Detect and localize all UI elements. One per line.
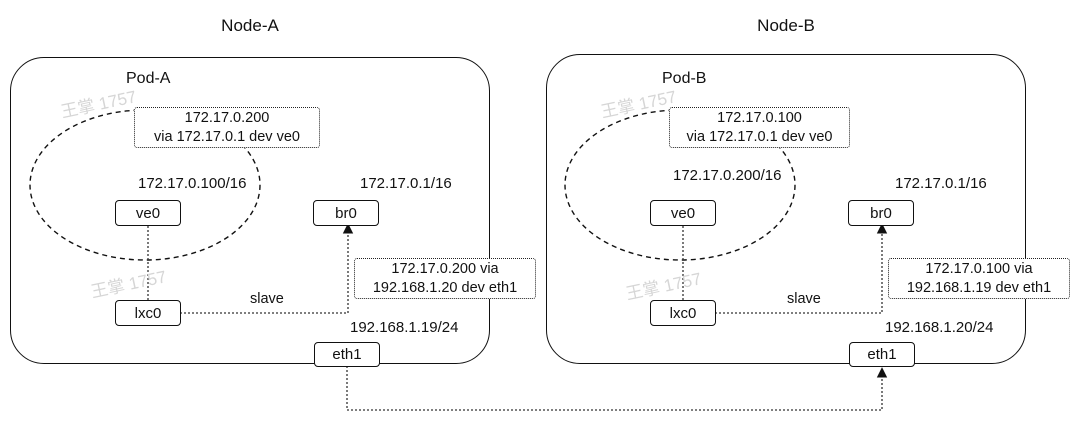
slave-label-a: slave [250,291,284,307]
node-a-box [10,57,490,364]
slave-link-b [715,223,888,314]
eth-b-ip: 192.168.1.20/24 [885,319,994,336]
pod-a-route-box: 172.17.0.200 via 172.17.0.1 dev ve0 [134,107,320,148]
eth-link [346,366,888,411]
br0-b: br0 [848,200,914,226]
eth1-a: eth1 [314,342,380,367]
host-a-route-line2: 192.168.1.20 dev eth1 [372,279,518,296]
slave-link-a [180,223,354,314]
slave-label-b: slave [787,291,821,307]
pod-b-route-via: via 172.17.0.1 dev ve0 [686,128,833,145]
host-a-route-line1: 172.17.0.200 via [391,260,499,277]
eth-a-ip: 192.168.1.19/24 [350,319,459,336]
lxc0-a: lxc0 [115,300,181,326]
br0-a: br0 [313,200,379,226]
node-b-title: Node-B [757,16,815,35]
ve0-b: ve0 [650,200,716,226]
ve0-a: ve0 [115,200,181,226]
eth1-b: eth1 [849,342,915,367]
pod-b-route-dest: 172.17.0.100 [717,109,802,126]
pod-a-route-dest: 172.17.0.200 [184,109,270,126]
pod-b-title: Pod-B [662,70,707,87]
lxc0-b: lxc0 [650,300,716,326]
host-b-route-line1: 172.17.0.100 via [925,260,1033,277]
pod-a-route-via: via 172.17.0.1 dev ve0 [154,128,300,145]
node-b-box [546,54,1026,364]
bridge-b-ip: 172.17.0.1/16 [895,175,987,192]
host-b-route-line2: 192.168.1.19 dev eth1 [906,279,1052,296]
host-b-route-box: 172.17.0.100 via 192.168.1.19 dev eth1 [888,258,1070,299]
pod-a-ip: 172.17.0.100/16 [138,175,247,192]
node-a-title: Node-A [221,16,279,35]
pod-b-route-box: 172.17.0.100 via 172.17.0.1 dev ve0 [669,107,850,148]
pod-b-ip: 172.17.0.200/16 [673,167,782,184]
host-a-route-box: 172.17.0.200 via 192.168.1.20 dev eth1 [354,258,536,299]
pod-a-title: Pod-A [126,70,171,87]
bridge-a-ip: 172.17.0.1/16 [360,175,452,192]
